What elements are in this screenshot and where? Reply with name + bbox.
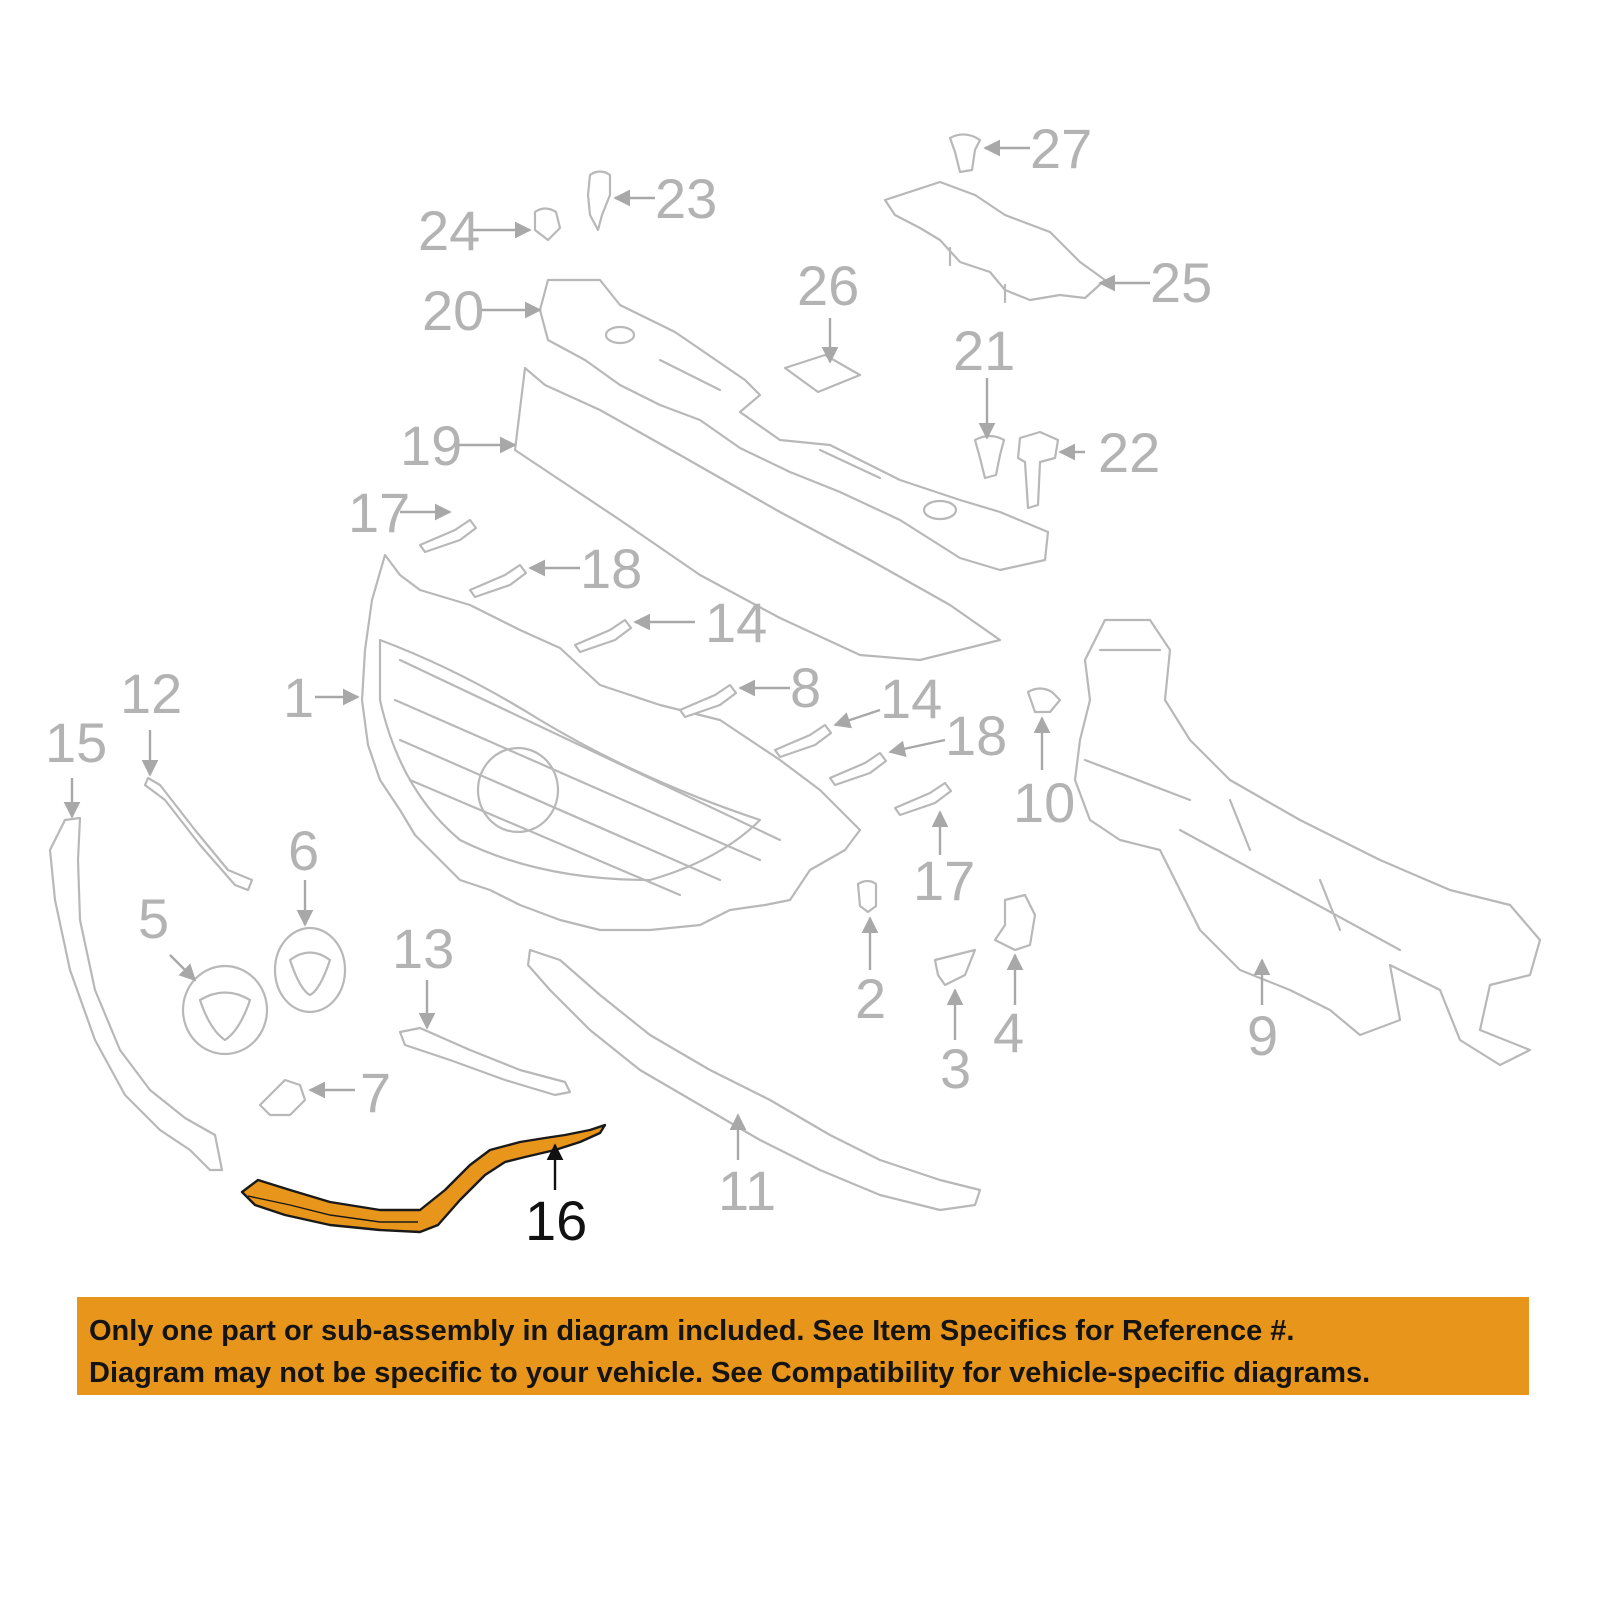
callout-20: 20 (422, 279, 484, 342)
part-7-bracket (258, 1078, 307, 1117)
part-15-molding (48, 816, 224, 1172)
part-2-clip (856, 879, 878, 914)
callout-9: 9 (1247, 1004, 1278, 1067)
part-1-grille (360, 553, 862, 932)
part-22-bolt (1016, 430, 1060, 510)
callout-17-mid: 17 (913, 849, 975, 912)
part-10-clip (1026, 687, 1062, 714)
callout-2: 2 (855, 967, 886, 1030)
notice-banner: Only one part or sub-assembly in diagram… (77, 1297, 1529, 1395)
callout-19: 19 (400, 414, 462, 477)
part-13-molding (398, 1026, 572, 1097)
part-19-seal (513, 366, 1002, 662)
callout-8: 8 (790, 656, 821, 719)
notice-line-2: Diagram may not be specific to your vehi… (89, 1357, 1371, 1389)
part-6-emblem-base (273, 926, 347, 1014)
callout-4: 4 (993, 1001, 1024, 1064)
part-3-bracket (933, 948, 977, 987)
callout-21: 21 (953, 319, 1015, 382)
bolts (418, 518, 953, 817)
part-25-shield (883, 180, 1107, 304)
callout-3: 3 (940, 1037, 971, 1100)
callout-17-top: 17 (348, 481, 410, 544)
callout-22: 22 (1098, 421, 1160, 484)
callout-11: 11 (718, 1159, 776, 1222)
callout-25: 25 (1150, 251, 1212, 314)
part-24-clip (533, 207, 562, 242)
part-11-deflector (526, 948, 982, 1212)
part-27-clip (948, 133, 982, 174)
notice-line-1: Only one part or sub-assembly in diagram… (89, 1315, 1295, 1347)
part-26-pad (783, 353, 862, 394)
part-5-emblem (181, 964, 269, 1056)
callout-13: 13 (392, 917, 454, 980)
callout-16: 16 (525, 1189, 587, 1252)
part-21-clip (973, 434, 1006, 480)
part-20-cover (538, 278, 1050, 572)
callout-15: 15 (45, 711, 107, 774)
part-4-bracket (993, 893, 1037, 952)
callout-5: 5 (138, 887, 169, 950)
callout-6: 6 (288, 819, 319, 882)
callout-14-mid: 14 (880, 667, 942, 730)
callout-14-top: 14 (705, 591, 767, 654)
part-9-reinforcement (1073, 618, 1542, 1067)
callout-10: 10 (1013, 771, 1075, 834)
part-23-clip (586, 170, 612, 232)
callout-7: 7 (360, 1061, 391, 1124)
part-12-molding (143, 776, 254, 892)
leader-lines (63, 139, 1271, 1190)
callout-1: 1 (283, 666, 314, 729)
callout-24: 24 (418, 199, 480, 262)
callout-27: 27 (1030, 117, 1092, 180)
callout-labels: 27 23 24 25 26 20 21 22 19 17 18 14 8 14… (45, 117, 1278, 1252)
callout-18-mid: 18 (945, 704, 1007, 767)
callout-23: 23 (655, 167, 717, 230)
callout-18-top: 18 (580, 537, 642, 600)
callout-12: 12 (120, 662, 182, 725)
callout-26: 26 (797, 254, 859, 317)
part-16-highlighted-molding (240, 1123, 607, 1234)
